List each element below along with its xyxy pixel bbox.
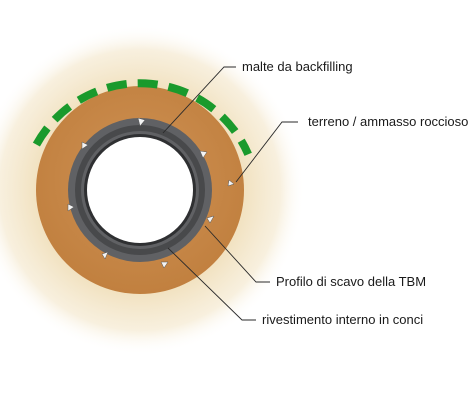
drainage-dashed-arc <box>32 79 252 156</box>
triangle-marker <box>160 261 169 269</box>
label-backfilling: malte da backfilling <box>242 59 353 74</box>
leader-backfilling <box>162 66 236 134</box>
leader-ground <box>235 121 298 183</box>
triangle-marker <box>101 251 109 260</box>
triangle-markers <box>67 117 235 269</box>
triangle-marker <box>199 150 208 159</box>
tunnel-bore <box>87 137 193 243</box>
triangle-marker <box>81 141 89 150</box>
triangle-marker <box>67 203 75 212</box>
triangle-marker <box>227 179 235 187</box>
leader-tbm-profile <box>204 225 270 283</box>
label-tbm-profile: Profilo di scavo della TBM <box>276 274 426 289</box>
leader-lining <box>167 247 256 321</box>
label-ground: terreno / ammasso roccioso <box>308 114 468 129</box>
lining-segment-band <box>75 125 205 255</box>
triangle-marker <box>137 117 146 127</box>
triangle-marker <box>206 215 215 224</box>
label-lining: rivestimento interno in conci <box>262 312 423 327</box>
